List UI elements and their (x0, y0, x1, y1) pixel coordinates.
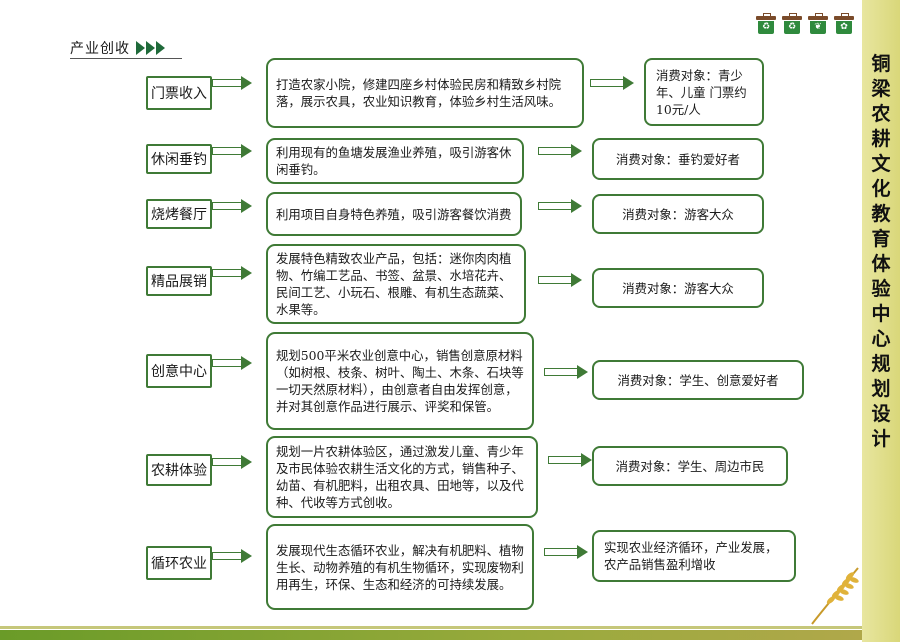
flow-arrow-icon (544, 544, 588, 560)
category-label: 休闲垂钓 (146, 144, 212, 174)
flow-arrow-icon (212, 198, 252, 214)
sidebar-title-char: 耕 (871, 128, 891, 150)
description-box: 发展现代生态循环农业，解决有机肥料、植物生长、动物养殖的有机生物循环，实现废物利… (266, 524, 534, 610)
flow-arrow-icon (538, 272, 582, 288)
target-text: 消费对象：游客大众 (622, 206, 734, 222)
category-label-text: 循环农业 (151, 556, 207, 572)
chevron-right-icon (136, 41, 166, 55)
description-text: 规划500平米农业创意中心，销售创意原材料（如树根、枝条、树叶、陶土、木条、石块… (276, 348, 524, 414)
flow-arrow-icon (538, 143, 582, 159)
target-text: 消费对象：游客大众 (622, 280, 734, 296)
flow-arrow-icon (212, 454, 252, 470)
target-text: 消费对象：学生、周边市民 (615, 458, 765, 474)
header-underline (70, 58, 182, 59)
sidebar-title-char: 文 (871, 153, 891, 175)
flow-arrow-icon (590, 75, 634, 91)
target-text: 实现农业经济循环，产业发展，农产品销售盈利增收 (604, 540, 778, 572)
category-label-text: 烧烤餐厅 (151, 207, 207, 223)
recycle-bin-icon: ♻ (756, 12, 776, 34)
description-box: 利用现有的鱼塘发展渔业养殖，吸引游客休闲垂钓。 (266, 138, 524, 184)
sidebar-title-char: 体 (871, 253, 891, 275)
sidebar-title-char: 划 (871, 378, 891, 400)
flow-arrow-icon (212, 75, 252, 91)
target-box: 消费对象：学生、创意爱好者 (592, 360, 804, 400)
description-text: 利用现有的鱼塘发展渔业养殖，吸引游客休闲垂钓。 (276, 145, 512, 177)
description-box: 打造农家小院，修建四座乡村体验民房和精致乡村院落，展示农具，农业知识教育，体验乡… (266, 58, 584, 128)
target-text: 消费对象：学生、创意爱好者 (617, 372, 779, 388)
description-text: 发展现代生态循环农业，解决有机肥料、植物生长、动物养殖的有机生物循环，实现废物利… (276, 542, 524, 592)
target-box: 消费对象：游客大众 (592, 194, 764, 234)
category-label-text: 精品展销 (151, 274, 207, 290)
sidebar-title-char: 验 (871, 278, 891, 300)
wheat-icon (811, 567, 859, 625)
recycle-bin-icon: ♻ (782, 12, 802, 34)
sidebar-title-char: 梁 (871, 78, 891, 100)
target-box: 消费对象：游客大众 (592, 268, 764, 308)
category-label: 精品展销 (146, 266, 212, 296)
sidebar-title: 铜梁农耕文化教育体验中心规划设计 (864, 52, 898, 452)
sidebar-title-char: 农 (871, 103, 891, 125)
description-box: 利用项目自身特色养殖，吸引游客餐饮消费 (266, 192, 522, 236)
description-text: 利用项目自身特色养殖，吸引游客餐饮消费 (276, 206, 512, 222)
flow-arrow-icon (212, 265, 252, 281)
footer-bar (0, 630, 862, 640)
category-label: 农耕体验 (146, 454, 212, 486)
category-label-text: 门票收入 (151, 86, 207, 102)
icon-group: ♻ ♻ ❦ ✿ (756, 12, 854, 34)
category-label: 循环农业 (146, 546, 212, 580)
sidebar-title-char: 教 (871, 203, 891, 225)
section-header: 产业创收 (70, 36, 166, 60)
sidebar-title-char: 中 (871, 303, 891, 325)
flow-arrow-icon (212, 548, 252, 564)
sidebar-title-char: 设 (871, 403, 891, 425)
category-label-text: 农耕体验 (151, 463, 207, 479)
description-box: 规划一片农耕体验区，通过激发儿童、青少年及市民体验农耕生活文化的方式，销售种子、… (266, 436, 538, 518)
footer-stripe (0, 626, 862, 629)
sidebar-title-char: 铜 (871, 53, 891, 75)
description-text: 发展特色精致农业产品，包括：迷你肉肉植物、竹编工艺品、书签、盆景、水培花卉、民间… (276, 251, 512, 317)
description-text: 打造农家小院，修建四座乡村体验民房和精致乡村院落，展示农具，农业知识教育，体验乡… (276, 77, 561, 109)
target-box: 消费对象：学生、周边市民 (592, 446, 788, 486)
description-box: 规划500平米农业创意中心，销售创意原材料（如树根、枝条、树叶、陶土、木条、石块… (266, 332, 534, 430)
description-text: 规划一片农耕体验区，通过激发儿童、青少年及市民体验农耕生活文化的方式，销售种子、… (276, 444, 524, 510)
category-label: 创意中心 (146, 354, 212, 388)
sidebar-title-char: 规 (871, 353, 891, 375)
flow-arrow-icon (212, 143, 252, 159)
category-label-text: 休闲垂钓 (151, 152, 207, 168)
category-label-text: 创意中心 (151, 364, 207, 380)
target-box: 实现农业经济循环，产业发展，农产品销售盈利增收 (592, 530, 796, 582)
sidebar (862, 0, 900, 642)
sidebar-title-char: 心 (871, 328, 891, 350)
target-text: 消费对象：垂钓爱好者 (616, 151, 740, 167)
recycle-bin-icon: ❦ (808, 12, 828, 34)
flow-arrow-icon (544, 364, 588, 380)
target-text: 消费对象：青少年、儿童 门票约10元/人 (656, 67, 747, 117)
recycle-bin-icon: ✿ (834, 12, 854, 34)
description-box: 发展特色精致农业产品，包括：迷你肉肉植物、竹编工艺品、书签、盆景、水培花卉、民间… (266, 244, 526, 324)
flow-arrow-icon (548, 452, 592, 468)
section-title: 产业创收 (70, 41, 130, 57)
target-box: 消费对象：垂钓爱好者 (592, 138, 764, 180)
target-box: 消费对象：青少年、儿童 门票约10元/人 (644, 58, 764, 126)
category-label: 烧烤餐厅 (146, 199, 212, 229)
sidebar-title-char: 计 (871, 428, 891, 450)
flow-arrow-icon (538, 198, 582, 214)
flow-arrow-icon (212, 355, 252, 371)
sidebar-title-char: 化 (871, 178, 891, 200)
category-label: 门票收入 (146, 76, 212, 110)
sidebar-title-char: 育 (871, 228, 891, 250)
